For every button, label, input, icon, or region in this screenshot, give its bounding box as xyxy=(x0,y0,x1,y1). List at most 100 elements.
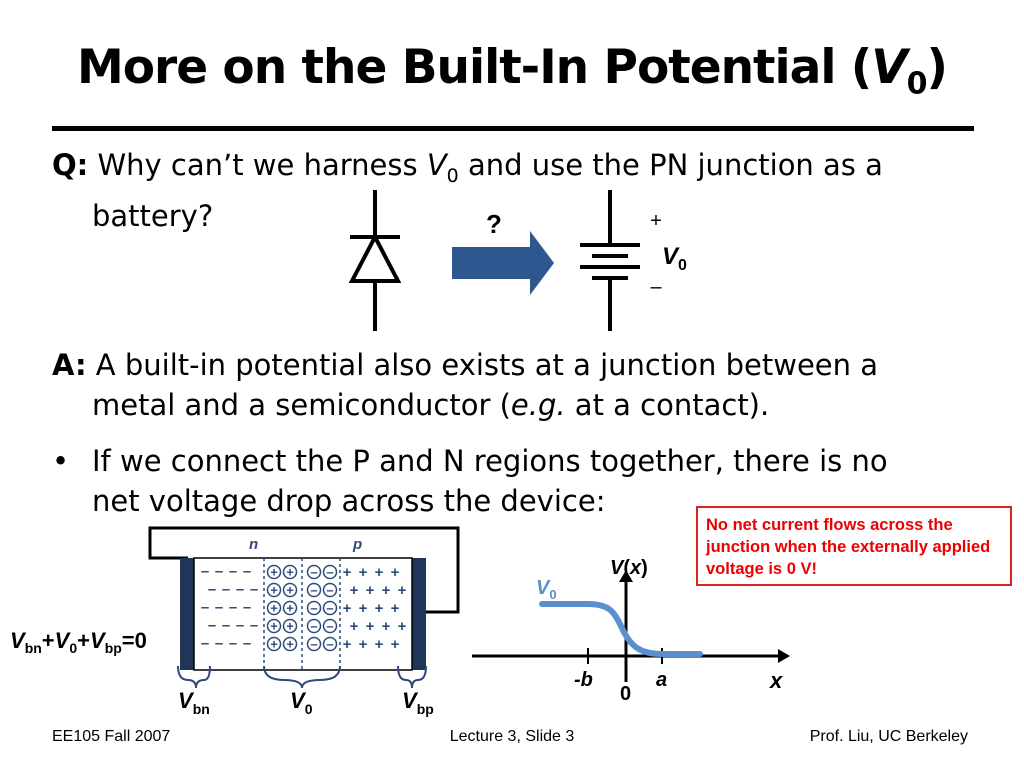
donor-ion-sign: + xyxy=(286,583,294,598)
hole-symbol: + xyxy=(359,600,368,617)
bullet-item: •If we connect the P and N regions toget… xyxy=(52,444,888,518)
label-v0: V0 xyxy=(290,688,313,717)
question-mark: ? xyxy=(486,209,502,239)
electron-symbol: – xyxy=(243,599,251,616)
origin-label: 0 xyxy=(620,683,631,705)
hole-symbol: + xyxy=(366,582,375,599)
electron-symbol: – xyxy=(222,581,230,598)
battery-symbol xyxy=(580,190,640,331)
donor-ion-sign: + xyxy=(270,565,278,580)
hole-symbol: + xyxy=(382,582,391,599)
acceptor-ion xyxy=(306,600,322,616)
donor-ion xyxy=(282,636,298,652)
potential-plot: V(x) V0 -b a 0 x xyxy=(472,557,790,705)
acceptor-ion xyxy=(306,618,322,634)
electron-symbol: – xyxy=(201,635,209,652)
hole-symbol: + xyxy=(375,636,384,653)
curve-label-v0: V0 xyxy=(536,577,557,602)
acceptor-ion xyxy=(322,636,338,652)
donor-ion xyxy=(266,618,282,634)
x-axis-label: x xyxy=(769,668,783,693)
brace-vbn xyxy=(177,665,211,689)
diode-to-battery-diagram: ? + V0 – xyxy=(348,190,687,331)
acceptor-ion-sign: – xyxy=(326,583,333,598)
voltage-sum-equation: Vbn+V0+Vbp=0 xyxy=(10,628,147,656)
hole-symbol: + xyxy=(359,564,368,581)
donor-ion xyxy=(282,618,298,634)
answer-paragraph: A: A built-in potential also exists at a… xyxy=(52,348,879,422)
semiconductor-body xyxy=(193,557,413,671)
hole-symbol: + xyxy=(366,618,375,635)
footer-course: EE105 Fall 2007 xyxy=(52,728,171,745)
transform-arrow xyxy=(452,231,554,295)
acceptor-ion-sign: – xyxy=(310,601,317,616)
acceptor-ion xyxy=(322,564,338,580)
donor-ion xyxy=(266,600,282,616)
donor-ion-sign: + xyxy=(270,601,278,616)
acceptor-ion xyxy=(322,618,338,634)
hole-symbol: + xyxy=(391,636,400,653)
slide-title: More on the Built-In Potential (V0) xyxy=(76,40,948,102)
acceptor-ion-sign: – xyxy=(326,565,333,580)
acceptor-ion-sign: – xyxy=(310,637,317,652)
electron-symbol: – xyxy=(215,599,223,616)
electron-symbol: – xyxy=(201,599,209,616)
left-contact xyxy=(180,558,194,670)
n-region-label: n xyxy=(249,536,258,553)
hole-symbol: + xyxy=(343,636,352,653)
electron-symbol: – xyxy=(236,617,244,634)
battery-plus: + xyxy=(650,210,662,232)
pn-junction-diagram: n p ––––++––++++––––++––++++––––++––++++… xyxy=(10,526,460,717)
brace-v0 xyxy=(263,665,341,689)
donor-ion-sign: + xyxy=(286,637,294,652)
donor-ion-sign: + xyxy=(270,583,278,598)
acceptor-ion xyxy=(306,582,322,598)
acceptor-ion xyxy=(322,600,338,616)
electron-symbol: – xyxy=(201,563,209,580)
hole-symbol: + xyxy=(391,564,400,581)
hole-symbol: + xyxy=(343,564,352,581)
hole-symbol: + xyxy=(375,600,384,617)
tick-label-a: a xyxy=(656,669,667,691)
acceptor-ion-sign: – xyxy=(326,601,333,616)
brace-vbp xyxy=(397,665,427,689)
acceptor-ion-sign: – xyxy=(310,565,317,580)
electron-symbol: – xyxy=(229,563,237,580)
electron-symbol: – xyxy=(215,635,223,652)
electron-symbol: – xyxy=(208,581,216,598)
hole-symbol: + xyxy=(382,618,391,635)
donor-ion-sign: + xyxy=(286,565,294,580)
label-vbp: Vbp xyxy=(402,688,434,717)
electron-symbol: – xyxy=(229,635,237,652)
electron-symbol: – xyxy=(243,563,251,580)
electron-symbol: – xyxy=(215,563,223,580)
y-axis-label: V(x) xyxy=(610,557,648,579)
donor-ion xyxy=(282,600,298,616)
hole-symbol: + xyxy=(350,618,359,635)
acceptor-ion xyxy=(322,582,338,598)
electron-symbol: – xyxy=(250,581,258,598)
acceptor-ion-sign: – xyxy=(326,619,333,634)
battery-minus: – xyxy=(650,276,662,298)
label-vbn: Vbn xyxy=(178,688,210,717)
electron-symbol: – xyxy=(250,617,258,634)
donor-ion xyxy=(266,582,282,598)
donor-ion xyxy=(282,564,298,580)
electron-symbol: – xyxy=(222,617,230,634)
note-box: No net current flows across the junction… xyxy=(696,506,1012,586)
question-paragraph: Q: Why can’t we harness V0 and use the P… xyxy=(52,148,883,233)
electron-symbol: – xyxy=(208,617,216,634)
acceptor-ion-sign: – xyxy=(326,637,333,652)
electron-symbol: – xyxy=(243,635,251,652)
hole-symbol: + xyxy=(391,600,400,617)
donor-ion xyxy=(266,636,282,652)
electron-symbol: – xyxy=(236,581,244,598)
acceptor-ion xyxy=(306,636,322,652)
carrier-symbols: ––––++––++++––––++––++++––––++––++++––––… xyxy=(201,563,407,653)
title-divider xyxy=(52,126,974,131)
acceptor-ion xyxy=(306,564,322,580)
donor-ion xyxy=(282,582,298,598)
donor-ion-sign: + xyxy=(270,619,278,634)
potential-curve xyxy=(539,601,703,657)
footer-author: Prof. Liu, UC Berkeley xyxy=(809,728,968,745)
